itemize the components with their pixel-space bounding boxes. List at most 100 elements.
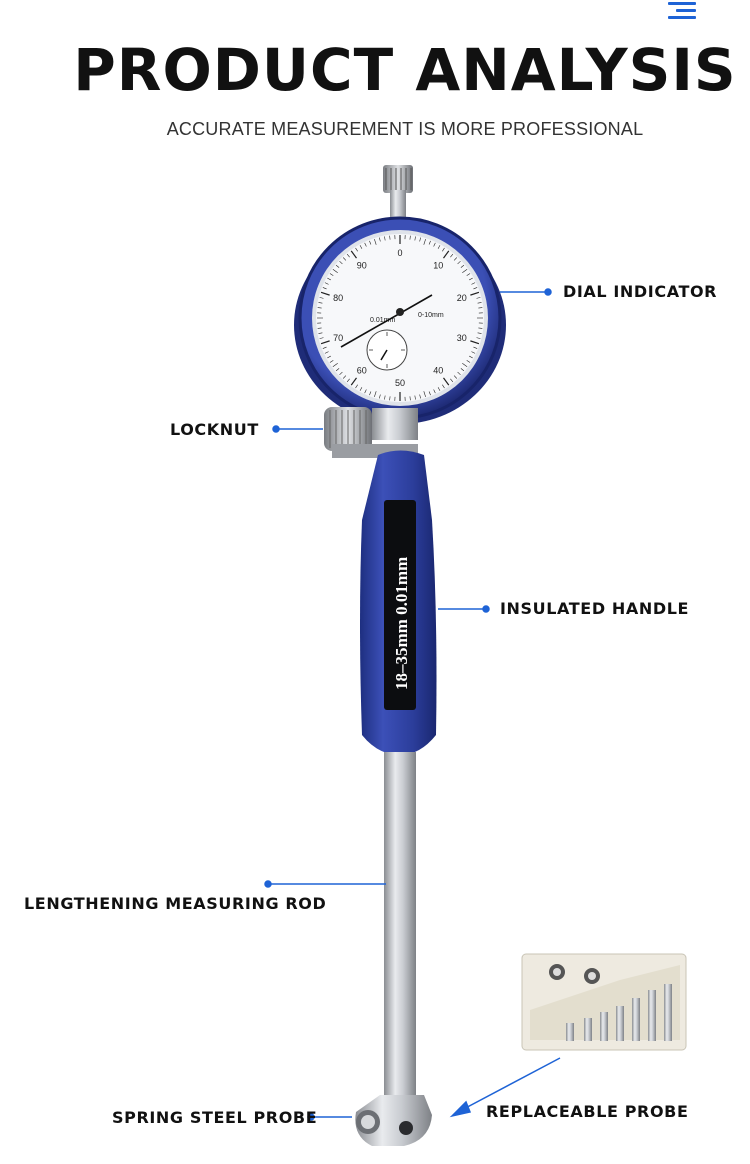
dial-tick [346,253,350,258]
label-spring-steel-probe: SPRING STEEL PROBE [112,1108,318,1127]
dial-tick [478,307,483,309]
dial-tick [450,378,454,383]
dial-tick [384,236,386,241]
dial-tick [335,264,340,268]
dial-tick [470,340,480,345]
dial-tick [355,247,358,252]
dial-tick [471,351,476,354]
dial-tick [471,282,476,285]
dial-tick [320,340,330,345]
dial-tick [423,391,426,398]
dial-tick [453,375,458,379]
page-subtitle: ACCURATE MEASUREMENT IS MORE PROFESSIONA… [166,119,644,139]
menu-icon[interactable] [666,0,696,22]
dial-number: 0 [397,248,402,258]
dial-tick [409,235,411,240]
dial-tick [462,363,468,368]
dial-tick [374,238,377,245]
dial-tick [318,332,323,334]
dial-tick [477,302,482,304]
dial-tick [419,394,421,399]
dial-tick [437,245,441,249]
dial-tick [470,291,480,296]
dial-tick [460,264,465,268]
dial-indicator: 0 10 20 30 40 50 60 70 80 90 0.01mm 0-10mm [294,216,506,424]
dial-number: 80 [333,293,343,303]
label-lengthening-rod: LENGTHENING MEASURING ROD [24,894,327,913]
dial-tick [322,287,327,290]
dial-tick [350,250,357,259]
dial-tick [369,391,372,396]
dial-tick [324,351,329,354]
dial-tick [453,257,458,261]
dial-tick [443,250,450,259]
dial-tick [364,389,367,394]
page-title: PRODUCT ANALYSIS [73,36,737,104]
dial-number: 30 [457,333,467,343]
dial-number: 40 [433,366,443,376]
dial-tick [374,391,377,398]
dial-tick [466,360,471,363]
spring-steel-probe [355,1095,432,1146]
replaceable-probe-box [521,953,687,1051]
dial-tick [332,268,338,273]
lengthening-rod [384,752,416,1102]
dial-tick [327,277,331,281]
dial-tick [324,282,329,285]
dial-number: 70 [333,333,343,343]
dial-tick [469,355,473,359]
dial-tick [322,346,327,349]
dial-tick [409,396,411,401]
svg-text:0.01mm: 0.01mm [370,317,395,324]
dial-tick [342,375,347,379]
dial-tick [389,235,391,240]
dial-number: 50 [395,378,405,388]
dial-tick [433,389,436,394]
dial-tick [466,273,471,276]
dial-tick [477,332,482,334]
dial-tick [478,327,483,329]
dial-tick [317,327,322,329]
dial-tick [346,378,350,383]
dial-tick [437,387,441,391]
label-dial-indicator: DIAL INDICATOR [563,282,718,301]
dial-tick [423,238,426,245]
dial-tick [443,377,450,386]
dial-tick [450,253,454,258]
label-locknut: LOCKNUT [170,420,259,439]
dial-tick [469,277,473,281]
label-replaceable-probe: REPLACEABLE PROBE [486,1102,689,1121]
dial-tick [428,391,431,396]
dial-tick [389,396,391,401]
dial-tick [414,236,416,241]
svg-text:0-10mm: 0-10mm [418,312,444,319]
dial-tick [442,247,445,252]
dial-tick [339,260,343,265]
dial-tick [329,360,334,363]
dial-tick [317,307,322,309]
dial-number: 20 [457,293,467,303]
locknut [324,407,418,458]
dial-tick [319,297,324,299]
dial-tick [473,346,478,349]
dial-tick [428,240,431,245]
dial-tick [442,384,445,389]
dial-tick [476,337,481,339]
dial-number: 60 [357,366,367,376]
dial-tick [327,355,331,359]
dial-tick [318,302,323,304]
dial-tick [364,242,367,247]
dial-tick [384,395,386,400]
dial-tick [350,377,357,386]
dial-tick [342,257,347,261]
dial-number: 10 [433,260,443,270]
insulated-handle: 18–35mm 0.01mm [360,450,437,755]
dial-number: 90 [357,260,367,270]
dial-tick [419,237,421,242]
handle-label: 18–35mm 0.01mm [392,557,411,690]
dial-tick [339,371,343,376]
dial-tick [359,387,363,391]
dial-tick [414,395,416,400]
dial-tick [457,371,461,376]
